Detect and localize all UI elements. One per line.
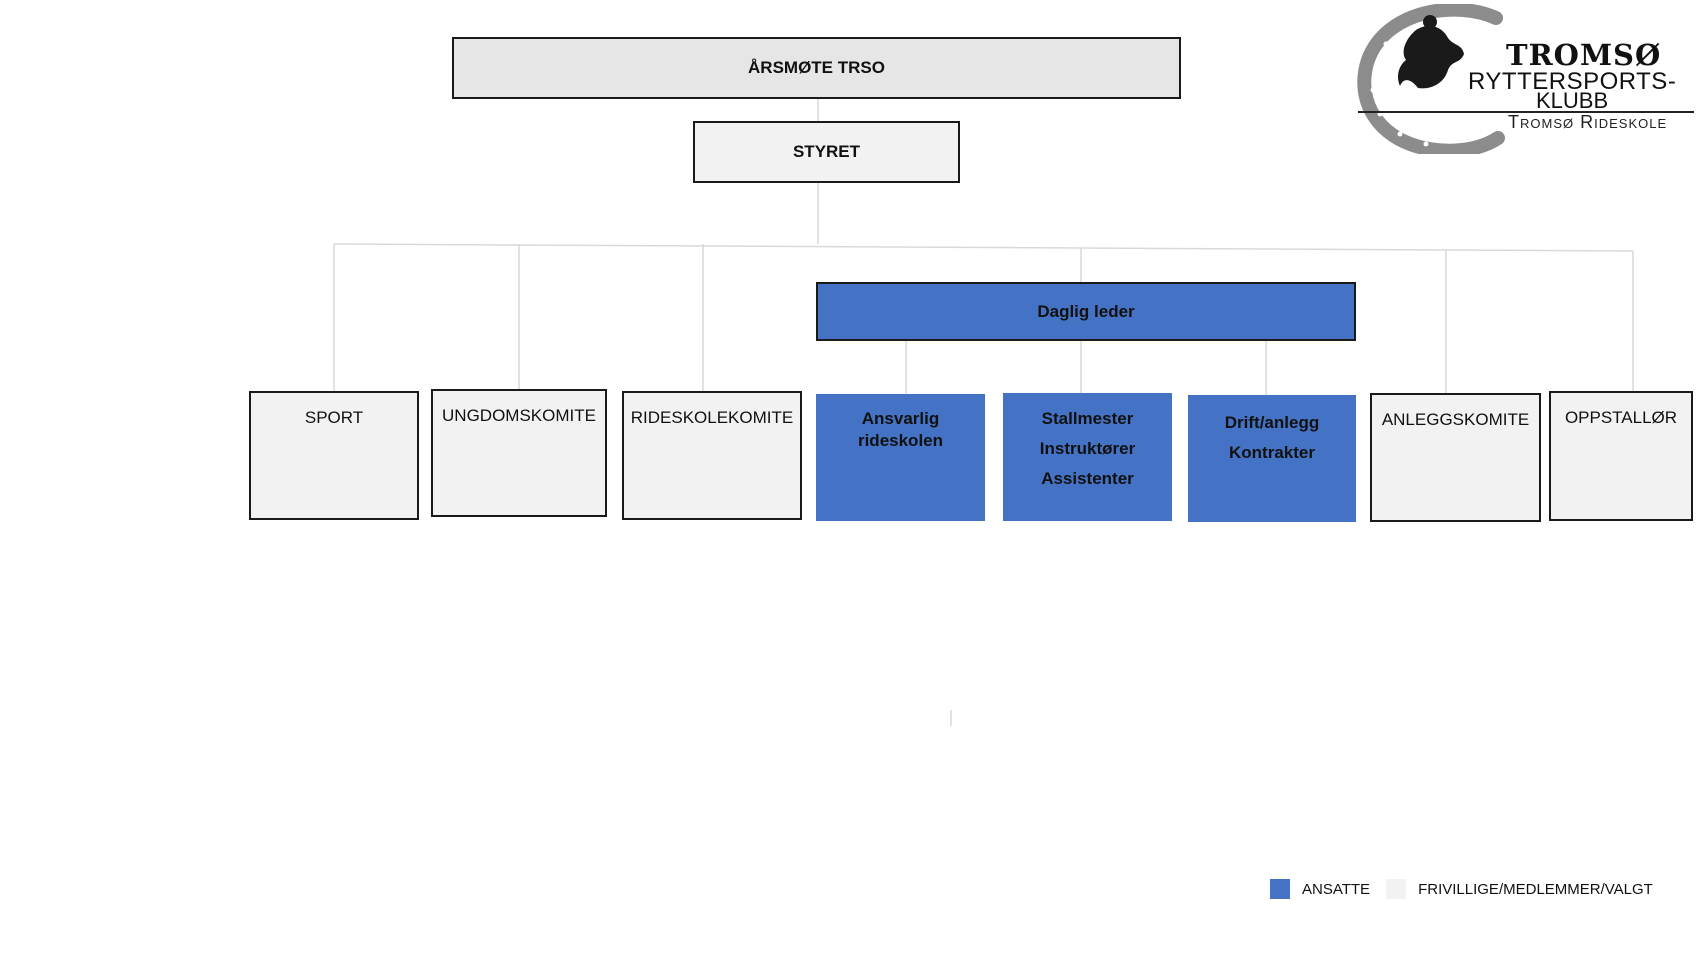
unit-line: Instruktører <box>1039 439 1136 458</box>
unit-anleggskomite: ANLEGGSKOMITE <box>1370 393 1541 522</box>
unit-line: Stallmester <box>1041 409 1134 428</box>
unit-stallmester: Stallmester Instruktører Assistenter <box>1003 393 1172 521</box>
logo-line3: KLUBB <box>1536 88 1609 113</box>
horseshoe-icon <box>1357 2 1694 158</box>
unit-ansvarlig-rideskolen: Ansvarlig rideskolen <box>816 394 985 521</box>
logo-line2: RYTTERSPORTS- <box>1468 68 1677 95</box>
board-box: STYRET <box>693 121 960 183</box>
logo-line1: TROMSØ <box>1506 38 1662 72</box>
legend-volunteer-swatch <box>1386 879 1407 899</box>
unit-line: Ansvarlig <box>861 409 940 428</box>
unit-ungdomskomite: UNGDOMSKOMITE <box>431 389 607 517</box>
annual-meeting-box: ÅRSMØTE TRSO <box>452 37 1181 99</box>
unit-line: rideskolen <box>857 431 944 450</box>
legend-staff: ANSATTE <box>1270 879 1370 899</box>
unit-drift-anlegg: Drift/anlegg Kontrakter <box>1188 395 1356 522</box>
legend-volunteer: FRIVILLIGE/MEDLEMMER/VALGT <box>1386 879 1653 899</box>
unit-label: ANLEGGSKOMITE <box>1381 410 1530 429</box>
daily-leader-box: Daglig leder <box>816 282 1356 341</box>
legend: ANSATTE FRIVILLIGE/MEDLEMMER/VALGT <box>1270 878 1669 900</box>
unit-label: OPPSTALLØR <box>1564 408 1678 427</box>
unit-label: SPORT <box>304 408 364 427</box>
club-logo: TROMSØ RYTTERSPORTS- KLUBB Tromsø Ridesk… <box>1356 2 1696 158</box>
board-label: STYRET <box>792 142 861 161</box>
unit-line: Assistenter <box>1041 469 1134 488</box>
daily-leader-label: Daglig leder <box>1037 301 1135 321</box>
unit-line: Drift/anlegg <box>1224 413 1320 432</box>
legend-volunteer-label: FRIVILLIGE/MEDLEMMER/VALGT <box>1418 880 1653 898</box>
logo-line4: Tromsø Rideskole <box>1508 112 1668 132</box>
unit-label: UNGDOMSKOMITE <box>442 406 596 425</box>
unit-label: RIDESKOLEKOMITE <box>630 408 794 427</box>
legend-staff-swatch <box>1270 879 1290 899</box>
unit-sport: SPORT <box>249 391 419 520</box>
unit-line: Kontrakter <box>1229 443 1315 462</box>
annual-meeting-label: ÅRSMØTE TRSO <box>748 58 885 77</box>
legend-staff-label: ANSATTE <box>1302 880 1371 898</box>
unit-rideskolekomite: RIDESKOLEKOMITE <box>622 391 802 520</box>
unit-oppstallor: OPPSTALLØR <box>1549 391 1693 521</box>
